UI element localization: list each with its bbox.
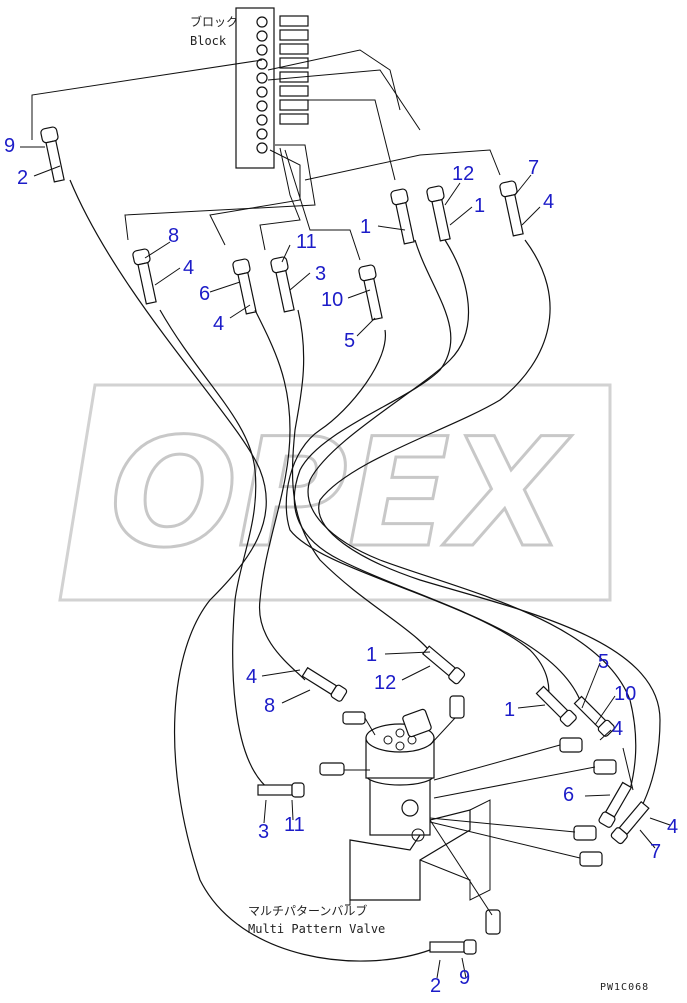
callout-4: 4 — [246, 666, 257, 688]
block-manifold — [235, 7, 309, 169]
callout-6: 6 — [199, 283, 210, 305]
block-label-en: Block — [190, 34, 227, 48]
callout-numbers: 9 2 8 4 6 4 11 3 10 5 1 12 1 7 4 1 12 4 … — [4, 135, 678, 997]
block-port-fitting — [279, 29, 309, 41]
callout-9: 9 — [4, 135, 15, 157]
block-port — [256, 44, 268, 56]
callout-8: 8 — [264, 695, 275, 717]
hose-bundle — [69, 179, 661, 962]
callout-1: 1 — [366, 644, 377, 666]
leader-lines — [20, 146, 671, 979]
callout-11: 11 — [284, 814, 305, 836]
block-port — [256, 16, 268, 28]
callout-2: 2 — [17, 167, 28, 189]
block-port — [256, 30, 268, 42]
block-ports — [256, 15, 309, 154]
block-port — [256, 72, 268, 84]
callout-6: 6 — [563, 784, 574, 806]
callout-12: 12 — [452, 163, 474, 185]
drawing-code: PW1C068 — [600, 982, 649, 993]
block-port-fitting — [279, 113, 309, 125]
opex-watermark: OPEX — [58, 383, 612, 602]
callout-3: 3 — [315, 263, 326, 285]
callout-4: 4 — [612, 718, 623, 740]
multi-pattern-valve — [349, 708, 491, 901]
block-port-fitting — [279, 43, 309, 55]
block-port-fitting — [279, 85, 309, 97]
callout-4: 4 — [213, 313, 224, 335]
block-label-jp: ブロック — [190, 14, 238, 29]
callout-1: 1 — [504, 699, 515, 721]
block-port-fitting — [279, 15, 309, 27]
callout-4: 4 — [667, 816, 678, 838]
callout-5: 5 — [344, 330, 355, 352]
block-port — [256, 142, 268, 154]
callout-4: 4 — [543, 191, 554, 213]
watermark-text: OPEX — [110, 407, 572, 581]
block-port — [256, 100, 268, 112]
block-port-fitting — [279, 71, 309, 83]
callout-10: 10 — [321, 289, 343, 311]
upper-hose-fittings — [40, 126, 524, 321]
block-port — [256, 128, 268, 140]
block-port-fitting — [279, 99, 309, 111]
callout-8: 8 — [168, 225, 179, 247]
block-port-fitting — [279, 57, 309, 69]
callout-11: 11 — [296, 231, 317, 253]
valve-label-jp: マルチパターンバルブ — [248, 903, 367, 918]
callout-9: 9 — [459, 967, 470, 989]
callout-4: 4 — [183, 257, 194, 279]
lower-hose-fittings — [257, 645, 650, 955]
block-port — [256, 114, 268, 126]
callout-1: 1 — [360, 216, 371, 238]
valve-elbows — [319, 695, 617, 935]
block-port — [256, 86, 268, 98]
callout-2: 2 — [430, 975, 441, 997]
callout-5: 5 — [598, 651, 609, 673]
callout-7: 7 — [650, 841, 661, 863]
valve-label-en: Multi Pattern Valve — [248, 922, 385, 936]
callout-7: 7 — [528, 157, 539, 179]
callout-12: 12 — [374, 672, 396, 694]
block-port — [256, 58, 268, 70]
block-pilot-lines — [31, 49, 501, 261]
callout-10: 10 — [614, 683, 636, 705]
callout-1: 1 — [474, 195, 485, 217]
callout-3: 3 — [258, 821, 269, 843]
